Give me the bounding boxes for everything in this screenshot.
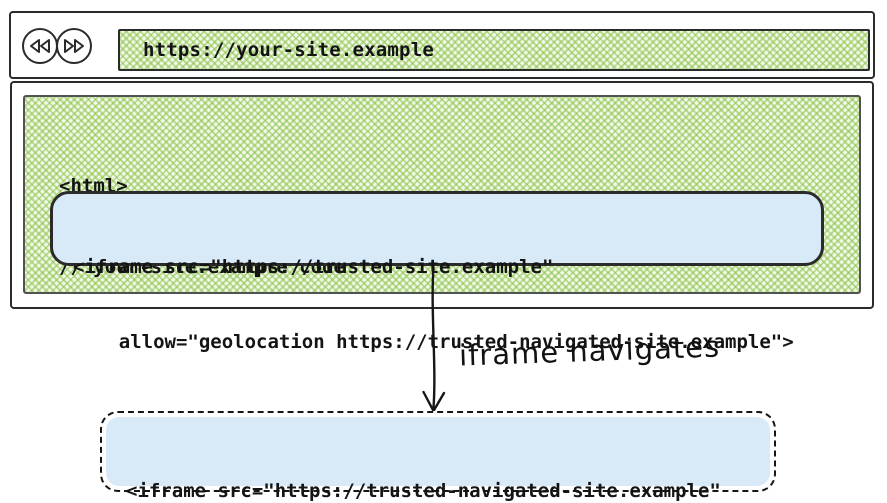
- back-button: [22, 28, 58, 64]
- skip-forward-icon: [60, 36, 88, 56]
- iframe-snippet-original: <iframe src="https://trusted-site.exampl…: [50, 191, 824, 353]
- url-text: https://your-site.example: [143, 39, 434, 61]
- iframe-snippet-navigated-code: <iframe src="https://trusted-navigated-s…: [106, 417, 770, 502]
- site-content-area: <html> // your-site.example code <iframe…: [23, 95, 861, 353]
- iframe-allow-line: allow="geolocation https://trusted-navig…: [73, 331, 794, 353]
- iframe-src-line: <iframe src="https://trusted-site.exampl…: [73, 256, 554, 278]
- url-bar: https://your-site.example: [118, 29, 870, 71]
- forward-button: [56, 28, 92, 64]
- iframe-snippet-navigated: <iframe src="https://trusted-navigated-s…: [100, 411, 776, 502]
- browser-toolbar: https://your-site.example: [9, 11, 875, 79]
- navigated-src-line: <iframe src="https://trusted-navigated-s…: [126, 480, 721, 502]
- browser-window: <html> // your-site.example code <iframe…: [10, 81, 874, 353]
- skip-back-icon: [26, 36, 54, 56]
